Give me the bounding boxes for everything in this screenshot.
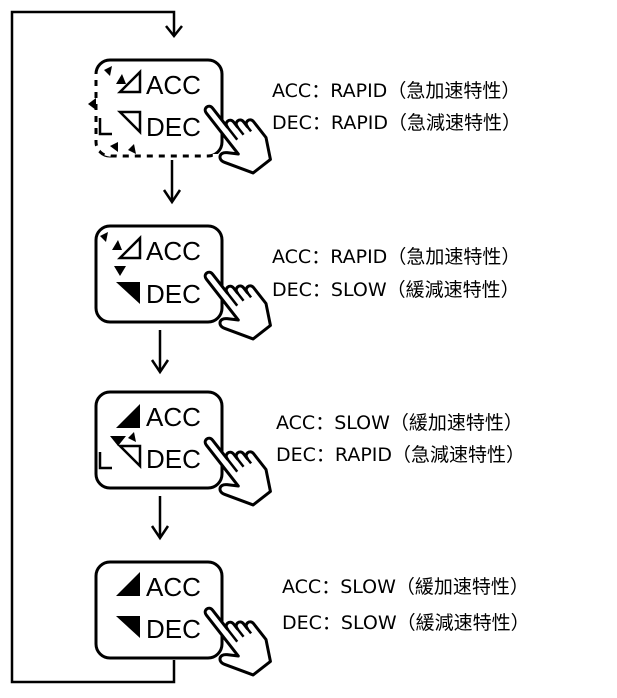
outline-triangle-blinking-icon (98, 432, 142, 470)
dec-description: DEC：RAPID（急減速特性） (276, 444, 526, 466)
loop-arrow-head (165, 25, 183, 39)
outline-triangle-blinking-icon (104, 66, 142, 94)
acc-label: ACC (146, 572, 201, 602)
solid-triangle-icon (116, 616, 140, 638)
loop-return-line (10, 10, 176, 684)
solid-triangle-icon (116, 404, 140, 428)
dec-label: DEC (146, 614, 201, 644)
acc-description: ACC：RAPID（急加速特性） (272, 80, 521, 102)
step-3-panel[interactable] (94, 390, 224, 490)
solid-triangle-icon (116, 572, 140, 596)
dec-description: DEC：SLOW（緩減速特性） (272, 279, 520, 301)
down-arrow-icon (150, 496, 170, 541)
outline-triangle-blinking-icon (88, 98, 142, 154)
dec-description: DEC：RAPID（急減速特性） (272, 112, 522, 134)
acc-description: ACC：RAPID（急加速特性） (272, 246, 521, 268)
down-arrow-icon (162, 160, 182, 205)
dec-label: DEC (146, 279, 201, 309)
down-arrow-icon (150, 330, 170, 375)
acc-label: ACC (146, 70, 201, 100)
acc-label: ACC (146, 236, 201, 266)
dec-label: DEC (146, 444, 201, 474)
solid-triangle-icon (116, 282, 140, 304)
dec-label: DEC (146, 112, 201, 142)
acc-label: ACC (146, 402, 201, 432)
dec-description: DEC：SLOW（緩減速特性） (282, 612, 530, 634)
acc-description: ACC：SLOW（緩加速特性） (282, 576, 529, 598)
acc-description: ACC：SLOW（緩加速特性） (276, 412, 523, 434)
outline-triangle-blinking-icon (100, 232, 142, 276)
